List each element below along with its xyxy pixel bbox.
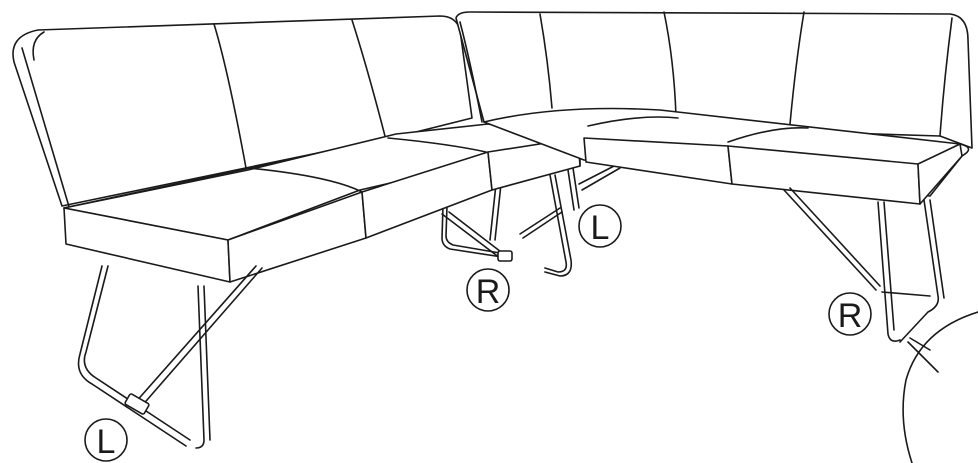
marker-center-rear-leg-label: R [476, 273, 501, 311]
center-leg-frame-front [519, 163, 621, 277]
left-leg-frame [77, 265, 263, 449]
marker-right-bench-leg-label: R [838, 297, 863, 335]
marker-center-rear-leg: R [466, 268, 510, 312]
marker-center-front-leg: L [578, 204, 622, 248]
detail-callout-circle [902, 311, 978, 463]
marker-right-bench-leg: R [828, 292, 872, 336]
marker-left-bench-leg-label: L [97, 423, 116, 461]
right-leg-frame [783, 187, 945, 351]
left-bench [12, 15, 581, 283]
center-leg-frame-rear [441, 183, 513, 262]
marker-left-bench-leg: L [84, 418, 128, 462]
marker-center-front-leg-label: L [591, 209, 610, 247]
right-bench [455, 11, 973, 205]
